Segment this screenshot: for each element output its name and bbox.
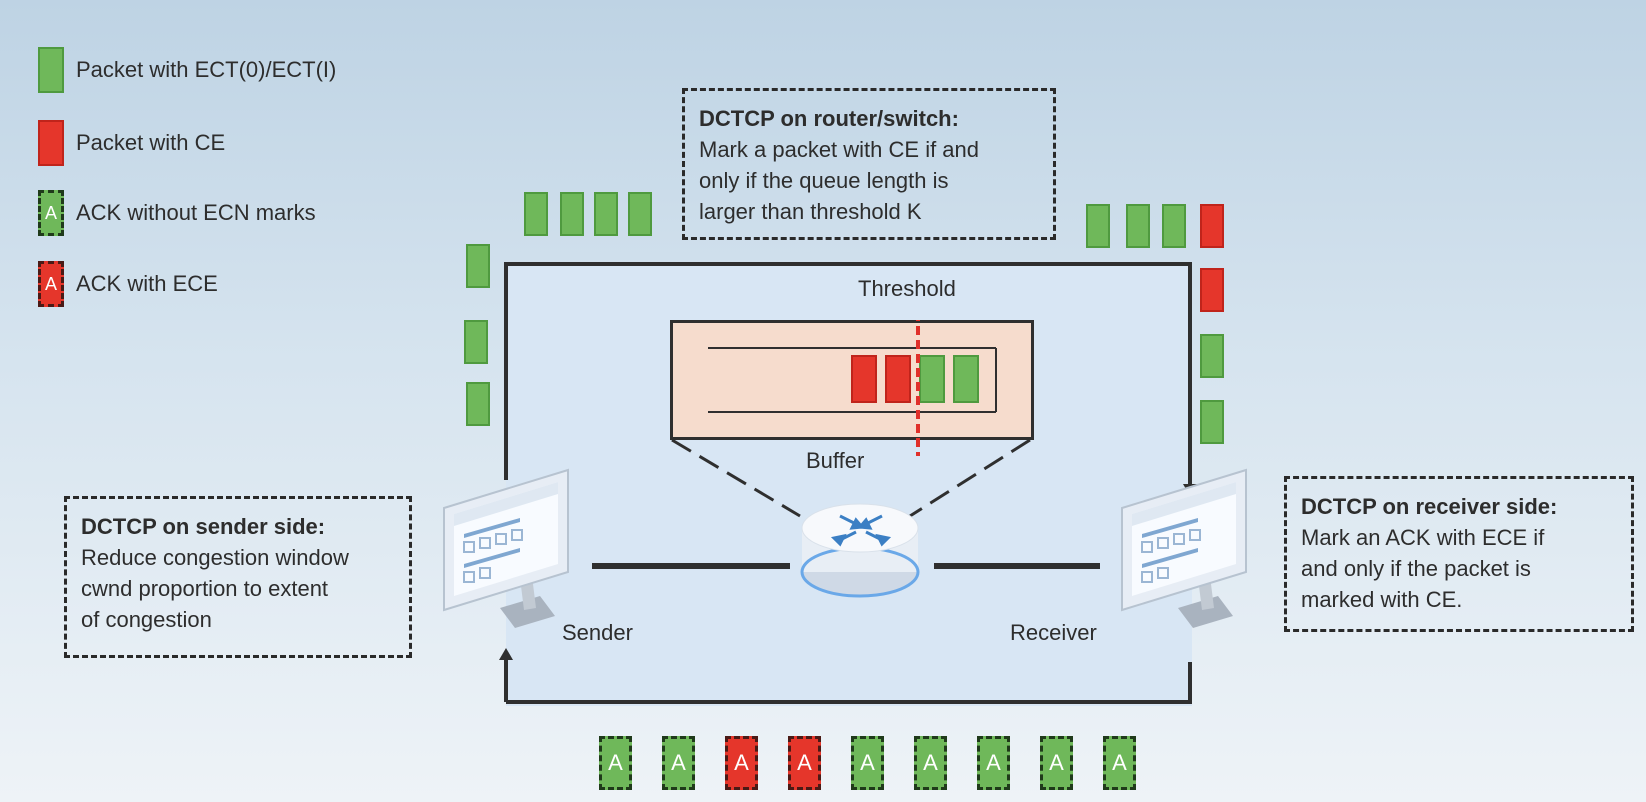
legend-label: ACK with ECE [76,271,218,296]
box-title: DCTCP on receiver side: [1301,494,1558,519]
ack: A [977,736,1010,790]
sender-label: Sender [562,620,633,645]
packet [1200,334,1224,378]
receiver-computer-icon [1121,468,1247,628]
green-packet-icon [38,47,64,93]
queue-packet [851,355,877,403]
packet [1200,204,1224,248]
packet [1200,268,1224,312]
box-line: and only if the packet is [1301,556,1531,581]
legend-item-ack: A ACK without ECN marks [38,190,316,236]
legend-label: Packet with CE [76,130,226,155]
box-title: DCTCP on router/switch: [699,106,959,131]
ack: A [599,736,632,790]
ack: A [1040,736,1073,790]
box-line: only if the queue length is [699,168,949,193]
packet [594,192,618,236]
box-line: Mark a packet with CE if and [699,137,980,162]
threshold-label: Threshold [858,276,956,301]
packet [1086,204,1110,248]
ack: A [662,736,695,790]
packet [466,244,490,288]
box-line: cwnd proportion to extent [81,576,329,601]
router-description-box: DCTCP on router/switch: Mark a packet wi… [682,88,1056,240]
receiver-description-box: DCTCP on receiver side: Mark an ACK with… [1284,476,1634,632]
legend-label: ACK without ECN marks [76,200,316,225]
packet [628,192,652,236]
queue-packet [919,355,945,403]
packet [464,320,488,364]
sender-description-box: DCTCP on sender side: Reduce congestion … [64,496,412,658]
box-line: Reduce congestion window [81,545,349,570]
packet [1162,204,1186,248]
buffer-label: Buffer [806,448,865,473]
packet [466,382,490,426]
legend-item-ack-ece: A ACK with ECE [38,261,218,307]
packet [1126,204,1150,248]
red-ack-icon: A [38,261,64,307]
receiver-label: Receiver [1010,620,1097,645]
box-line: Mark an ACK with ECE if [1301,525,1545,550]
queue-packet [885,355,911,403]
legend-item-packet-ect: Packet with ECT(0)/ECT(I) [38,47,336,93]
ack: A [725,736,758,790]
buffer-queue [708,320,997,456]
ack: A [1103,736,1136,790]
green-ack-icon: A [38,190,64,236]
packet [560,192,584,236]
legend-label: Packet with ECT(0)/ECT(I) [76,57,337,82]
ack: A [788,736,821,790]
box-title: DCTCP on sender side: [81,514,326,539]
ack: A [914,736,947,790]
router-icon [800,503,920,598]
ack: A [851,736,884,790]
red-packet-icon [38,120,64,166]
box-line: of congestion [81,607,212,632]
packet [1200,400,1224,444]
queue-packet [953,355,979,403]
legend-item-packet-ce: Packet with CE [38,120,225,166]
packet [524,192,548,236]
sender-computer-icon [443,468,569,628]
box-line: marked with CE. [1301,587,1463,612]
box-line: larger than threshold K [699,199,922,224]
